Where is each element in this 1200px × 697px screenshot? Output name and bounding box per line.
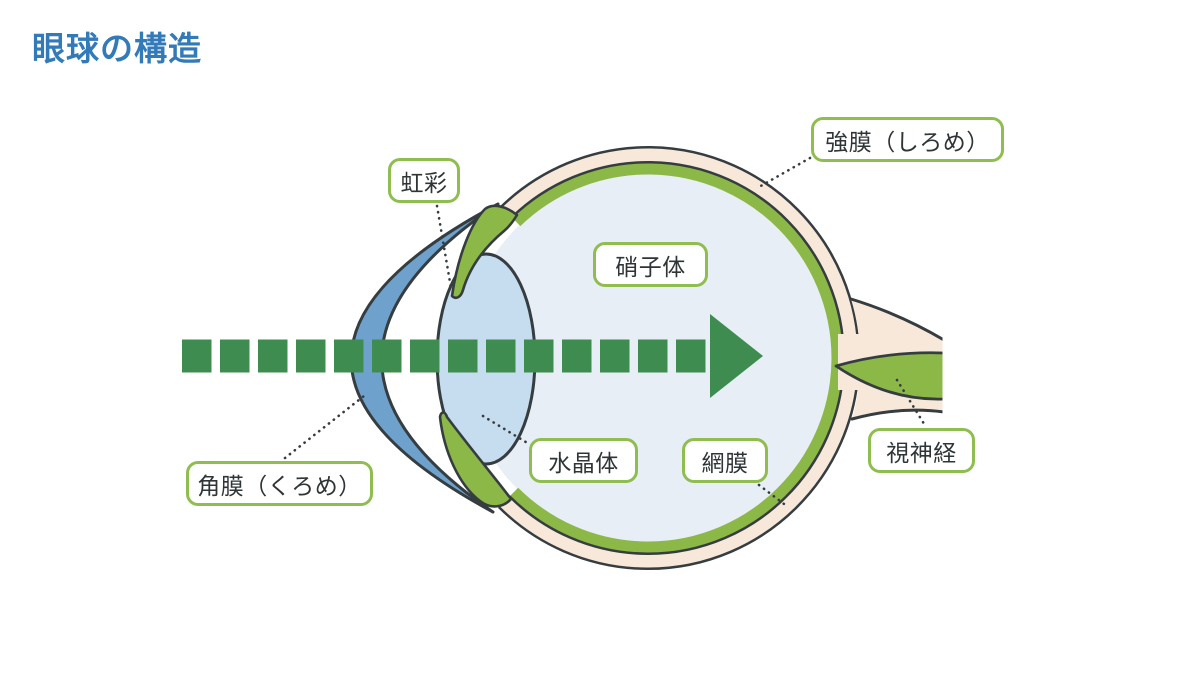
optic-nerve-sheath-top-outline — [849, 297, 946, 342]
label-vitreous: 硝子体 — [593, 242, 708, 287]
label-iris: 虹彩 — [388, 158, 460, 203]
iris-upper-shape — [450, 204, 519, 300]
iris-leader-line — [435, 204, 453, 290]
label-retina: 網膜 — [682, 438, 768, 483]
label-optic-nerve: 視神経 — [868, 428, 975, 473]
optic-nerve-sheath-bottom-outline — [850, 408, 946, 421]
label-sclera: 強膜（しろめ） — [811, 117, 1004, 162]
page-title: 眼球の構造 — [32, 30, 202, 67]
retina-leader-line — [757, 483, 790, 509]
label-cornea: 角膜（くろめ） — [186, 461, 373, 506]
iris-lower-shape — [438, 411, 513, 508]
lens-leader-line — [481, 414, 531, 446]
cornea-shape — [349, 202, 500, 514]
light-arrow-head — [710, 314, 763, 398]
retina-ring — [510, 163, 843, 553]
cornea-leader-line — [283, 394, 366, 460]
optic-nerve-cut-edge — [942, 322, 1013, 432]
sclera-leader-line — [757, 156, 812, 189]
label-lens: 水晶体 — [529, 438, 638, 483]
